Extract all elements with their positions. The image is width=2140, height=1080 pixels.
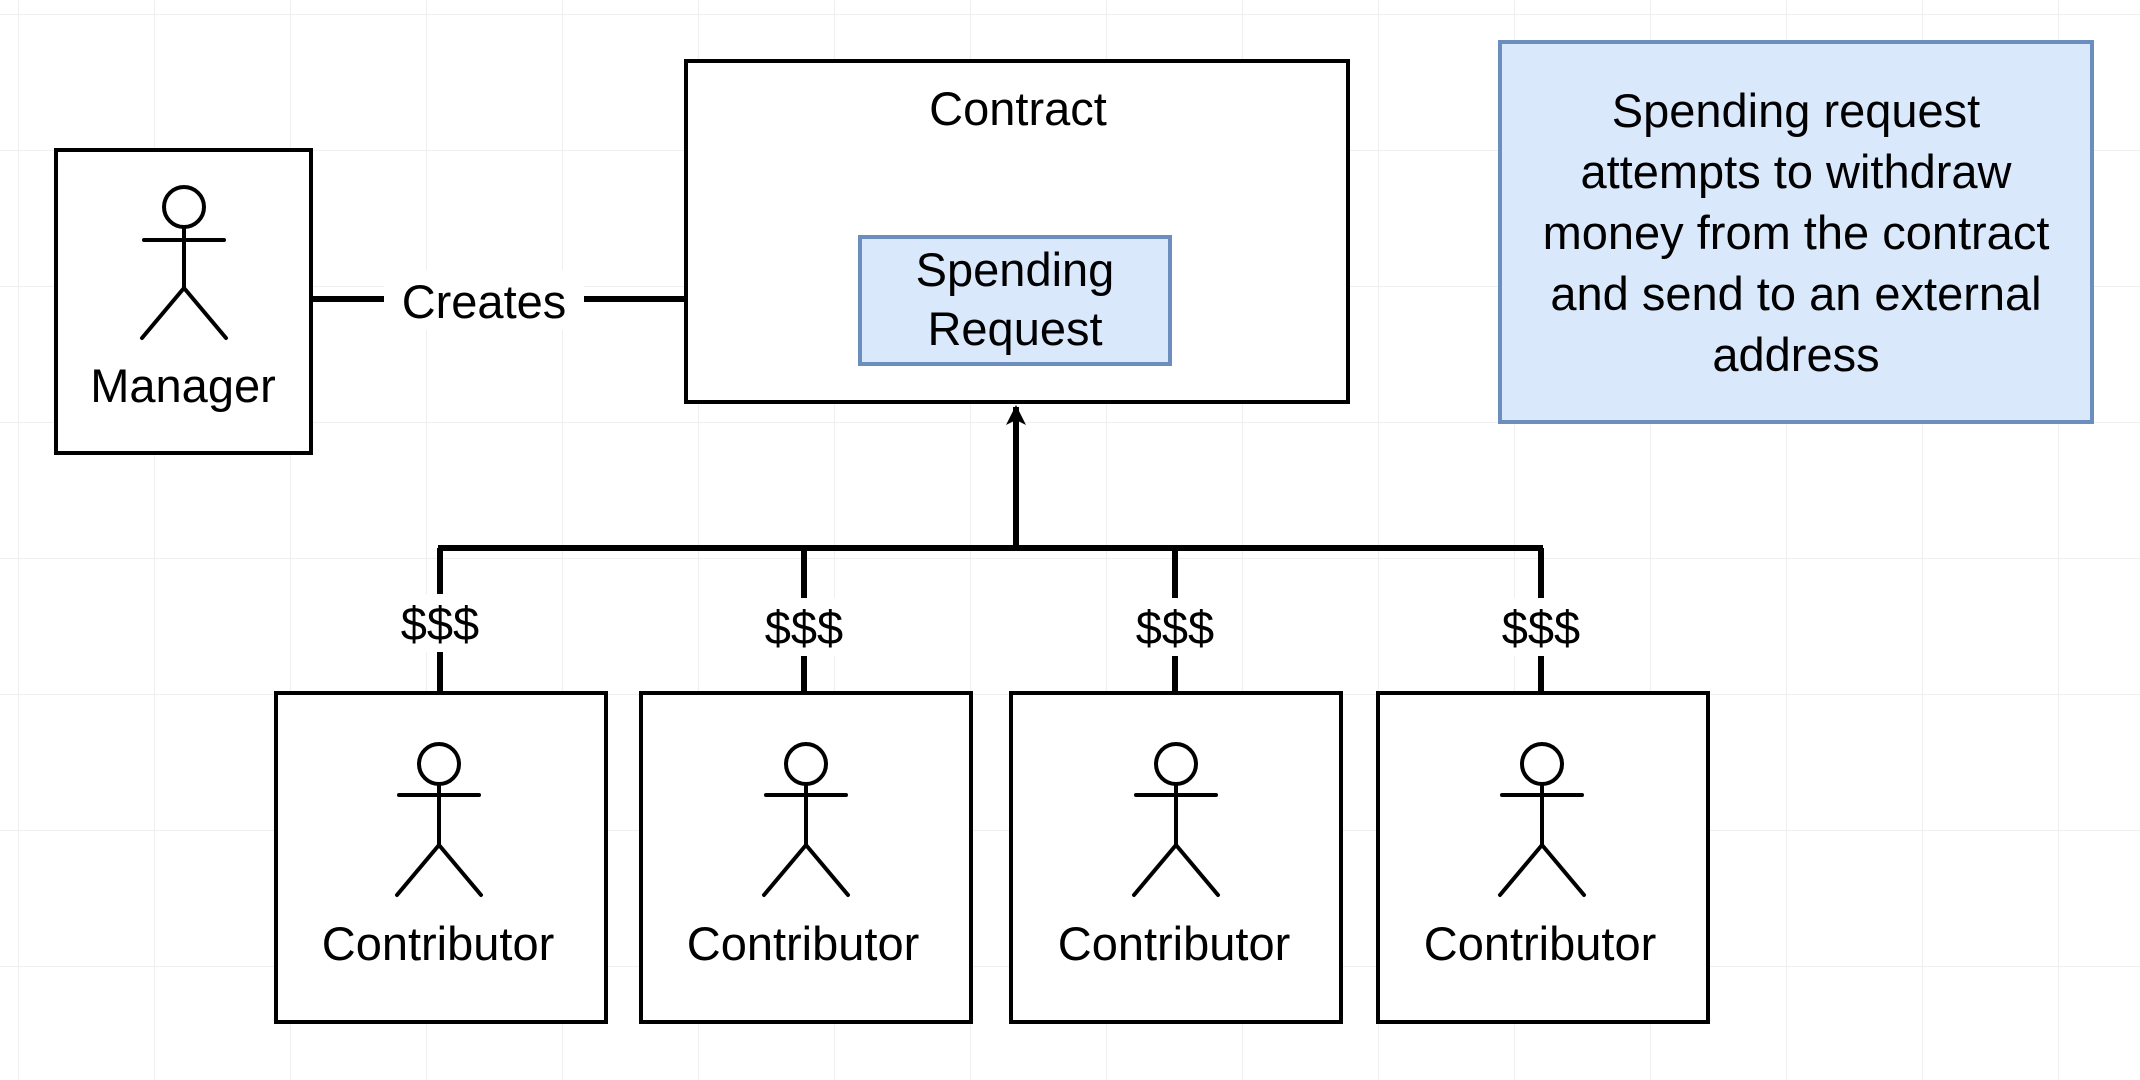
contributor-node-1[interactable]: Contributor (274, 691, 608, 1024)
contributor-node-4[interactable]: Contributor (1376, 691, 1710, 1024)
contributor-label: Contributor (322, 917, 555, 970)
contributor-box-2[interactable] (639, 691, 973, 1024)
payment-labels: $$$ $$$ $$$ $$$ (384, 594, 1597, 656)
spending-request-label-line-2: Request (927, 302, 1102, 355)
note-box[interactable] (1498, 40, 2094, 424)
payment-label-3: $$$ (1136, 601, 1214, 654)
contributor-node-2[interactable]: Contributor (639, 691, 973, 1024)
contributor-actor-icon (762, 742, 850, 897)
contributor-node-3[interactable]: Contributor (1009, 691, 1343, 1024)
manager-actor-icon (140, 185, 228, 340)
contributor-actor-icon (1498, 742, 1586, 897)
spending-request-label-line-1: Spending (916, 243, 1115, 296)
contributor-label: Contributor (687, 917, 920, 970)
contributor-box-1[interactable] (274, 691, 608, 1024)
contributor-actor-icon (1132, 742, 1220, 897)
payment-label-3-bg (1119, 598, 1231, 656)
note-text: Spending request attempts to withdraw mo… (1542, 83, 2050, 381)
contributor-box-4[interactable] (1376, 691, 1710, 1024)
contributor-label: Contributor (1058, 917, 1291, 970)
contributor-actor-icon (395, 742, 483, 897)
manager-box[interactable] (54, 148, 313, 455)
contributor-label: Contributor (1424, 917, 1657, 970)
contributor-box-3[interactable] (1009, 691, 1343, 1024)
payment-label-1-bg (384, 594, 496, 652)
creates-label: Creates (402, 275, 567, 328)
manager-label: Manager (90, 359, 276, 412)
payment-label-4: $$$ (1502, 601, 1580, 654)
payment-label-2-bg (748, 598, 860, 656)
spending-request-node[interactable]: Spending Request (858, 235, 1172, 366)
payment-label-1: $$$ (401, 597, 479, 650)
spending-request-box[interactable] (858, 235, 1172, 366)
manager-node[interactable]: Manager (54, 148, 313, 455)
payment-label-2: $$$ (765, 601, 843, 654)
contract-title: Contract (929, 82, 1107, 135)
creates-label-bg (384, 270, 584, 330)
payment-label-4-bg (1485, 598, 1597, 656)
contract-node[interactable]: Contract Spending Request (684, 59, 1350, 404)
